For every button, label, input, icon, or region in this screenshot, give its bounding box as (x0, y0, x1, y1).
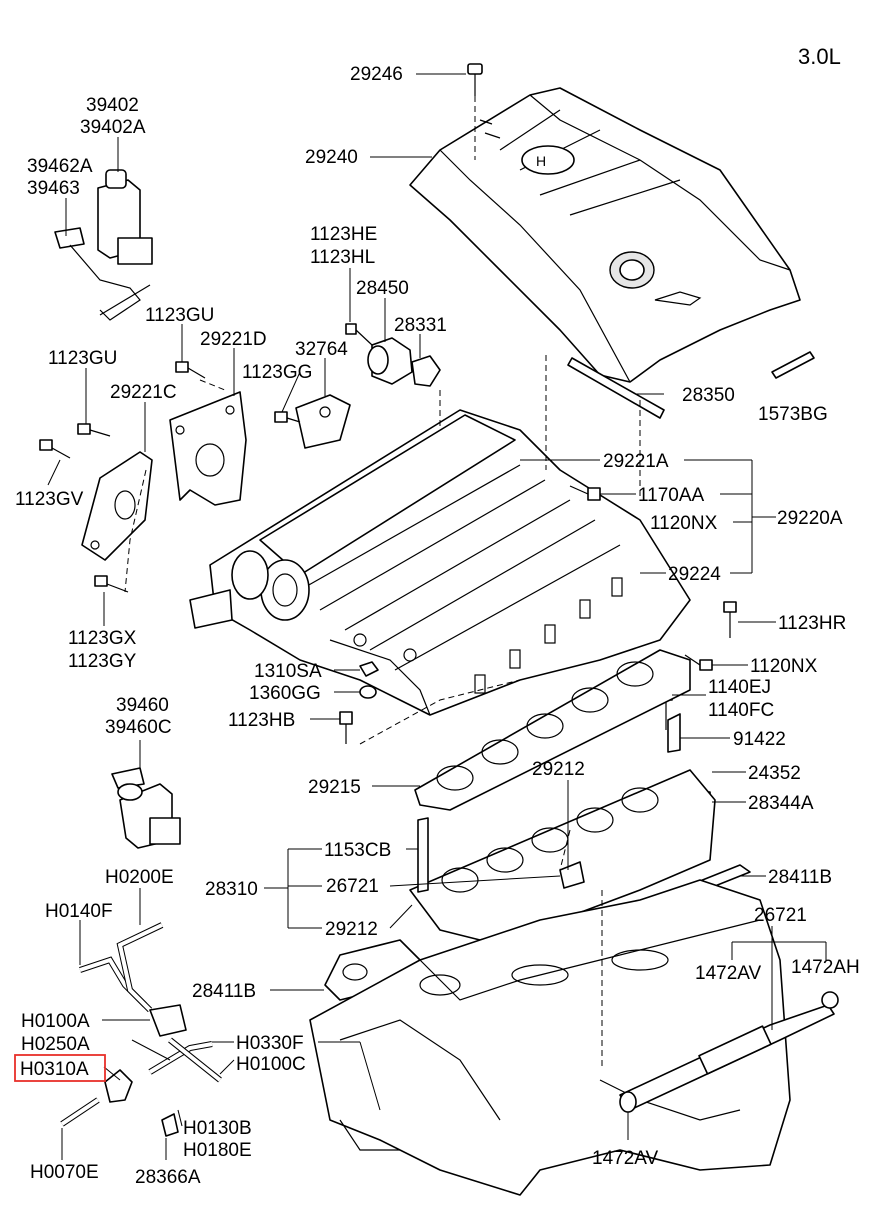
label-29221C[interactable]: 29221C (110, 382, 177, 403)
label-28411B-right[interactable]: 28411B (768, 867, 832, 888)
engine-size-label: 3.0L (798, 44, 841, 69)
bolt-29246-drawing (467, 63, 483, 160)
label-1360GG[interactable]: 1360GG (249, 683, 321, 704)
label-29212-lower[interactable]: 29212 (325, 919, 378, 940)
label-1123GV[interactable]: 1123GV (15, 489, 84, 510)
label-29221A[interactable]: 29221A (603, 451, 669, 472)
label-91422[interactable]: 91422 (733, 729, 786, 750)
nuts-left-drawing (339, 661, 379, 744)
label-H0100A[interactable]: H0100A (21, 1011, 90, 1032)
label-26721-left[interactable]: 26721 (326, 876, 379, 897)
leader-lines (47, 73, 827, 1160)
label-29221D[interactable]: 29221D (200, 329, 267, 350)
label-39460[interactable]: 39460 (116, 695, 169, 716)
label-1123HE[interactable]: 1123HE (310, 224, 377, 245)
fuel-rail-26721-drawing (619, 991, 839, 1113)
label-1120NX-upper[interactable]: 1120NX (650, 513, 718, 534)
label-28350[interactable]: 28350 (682, 385, 735, 406)
bracket-29221C-drawing (81, 451, 153, 561)
idle-valve-28450-drawing (345, 323, 441, 387)
label-H0310A[interactable]: H0310A (20, 1059, 89, 1080)
label-28331[interactable]: 28331 (394, 315, 447, 336)
label-28411B-left[interactable]: 28411B (192, 981, 256, 1002)
label-29212-upper[interactable]: 29212 (532, 759, 585, 780)
label-1140EJ[interactable]: 1140EJ (708, 677, 771, 698)
stud-1573BG-drawing (771, 351, 815, 379)
label-29215[interactable]: 29215 (308, 777, 361, 798)
label-28450[interactable]: 28450 (356, 278, 409, 299)
label-1123GG[interactable]: 1123GG (242, 362, 312, 383)
solenoid-valve-39460-drawing (111, 767, 181, 849)
label-H0130B[interactable]: H0130B (183, 1118, 252, 1139)
label-1472AH[interactable]: 1472AH (791, 957, 860, 978)
svg-text:H: H (536, 153, 546, 169)
small-bolts-drawing (39, 361, 301, 593)
label-39462A[interactable]: 39462A (27, 156, 93, 177)
label-1120NX-lower[interactable]: 1120NX (750, 656, 818, 677)
solenoid-valve-39402-drawing (54, 169, 153, 321)
label-1153CB[interactable]: 1153CB (324, 840, 391, 861)
vacuum-hoses-drawing (60, 922, 222, 1137)
label-H0140F[interactable]: H0140F (45, 901, 113, 922)
label-28344A[interactable]: 28344A (748, 793, 814, 814)
lower-manifold-28310-drawing (409, 769, 716, 941)
label-1123GU-left[interactable]: 1123GU (48, 348, 117, 369)
label-1123HB[interactable]: 1123HB (228, 710, 295, 731)
label-1123GX[interactable]: 1123GX (68, 628, 137, 649)
assembly-lines (124, 355, 641, 1070)
label-28310[interactable]: 28310 (205, 879, 258, 900)
label-H0180E[interactable]: H0180E (183, 1140, 252, 1161)
engine-block-drawing (309, 879, 791, 1196)
label-32764[interactable]: 32764 (295, 339, 348, 360)
label-28366A[interactable]: 28366A (135, 1167, 201, 1188)
label-1310SA[interactable]: 1310SA (254, 661, 322, 682)
label-39463[interactable]: 39463 (27, 178, 80, 199)
highlight-box (14, 1054, 106, 1082)
hyundai-logo-icon (521, 145, 575, 175)
label-26721-right[interactable]: 26721 (754, 905, 807, 926)
label-39402[interactable]: 39402 (86, 95, 139, 116)
label-29240[interactable]: 29240 (305, 147, 358, 168)
label-1123GU-top[interactable]: 1123GU (145, 305, 214, 326)
label-H0070E[interactable]: H0070E (30, 1162, 99, 1183)
label-39460C[interactable]: 39460C (105, 717, 172, 738)
label-1472AV-lower[interactable]: 1472AV (592, 1148, 659, 1169)
label-H0330F[interactable]: H0330F (236, 1033, 304, 1054)
label-39402A[interactable]: 39402A (80, 117, 146, 138)
label-1123HL[interactable]: 1123HL (310, 247, 375, 268)
label-H0200E[interactable]: H0200E (105, 867, 174, 888)
label-29224[interactable]: 29224 (668, 564, 721, 585)
label-29220A[interactable]: 29220A (777, 508, 843, 529)
label-1170AA[interactable]: 1170AA (638, 485, 705, 506)
label-1140FC[interactable]: 1140FC (708, 700, 774, 721)
label-1472AV-upper[interactable]: 1472AV (695, 963, 762, 984)
label-24352[interactable]: 24352 (748, 763, 801, 784)
label-1573BG[interactable]: 1573BG (758, 404, 828, 425)
bracket-32764-drawing (295, 394, 351, 449)
label-H0100C[interactable]: H0100C (236, 1054, 306, 1075)
label-29246[interactable]: 29246 (350, 64, 403, 85)
label-H0250A[interactable]: H0250A (21, 1034, 90, 1055)
label-1123GY[interactable]: 1123GY (68, 651, 137, 672)
engine-cover-drawing: H (409, 87, 801, 383)
gasket-29215-drawing (414, 649, 691, 811)
label-1123HR[interactable]: 1123HR (778, 613, 846, 634)
bracket-29221D-drawing (169, 391, 247, 506)
part-number-labels: 29246 29240 39402 39402A 39462A 39463 11… (15, 64, 860, 1188)
